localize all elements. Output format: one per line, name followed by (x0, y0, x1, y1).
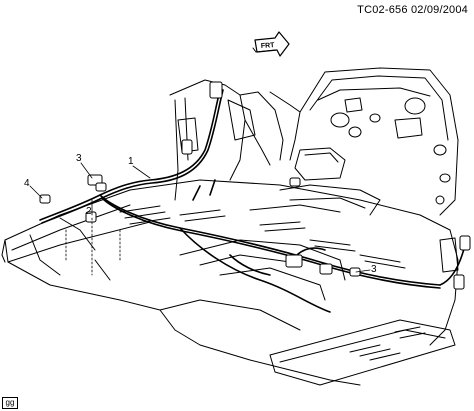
right-sill-plate (269, 319, 456, 386)
callout-4: 4 (24, 178, 30, 189)
center-tunnel (249, 147, 381, 216)
front-arrow-label: FRT (261, 42, 276, 50)
diagram-reference-code: TC02-656 02/09/2004 (357, 4, 468, 16)
harness-connectors (39, 81, 471, 290)
callout-3-right: 3 (371, 264, 377, 275)
pillar-reinforcement (177, 117, 459, 273)
callout-leaders (29, 162, 371, 273)
floor-ribs (119, 205, 406, 269)
wiring-harness (39, 89, 466, 313)
rear-cab-wall (289, 67, 459, 216)
left-side-panel (169, 79, 301, 201)
callout-3-left: 3 (76, 153, 82, 164)
reference-lines (65, 217, 121, 276)
left-front-rocker (1, 217, 111, 281)
corner-tag: gg (2, 397, 18, 409)
front-arrow-icon (252, 31, 290, 57)
callout-2: 2 (86, 206, 92, 217)
callout-1: 1 (128, 156, 134, 167)
